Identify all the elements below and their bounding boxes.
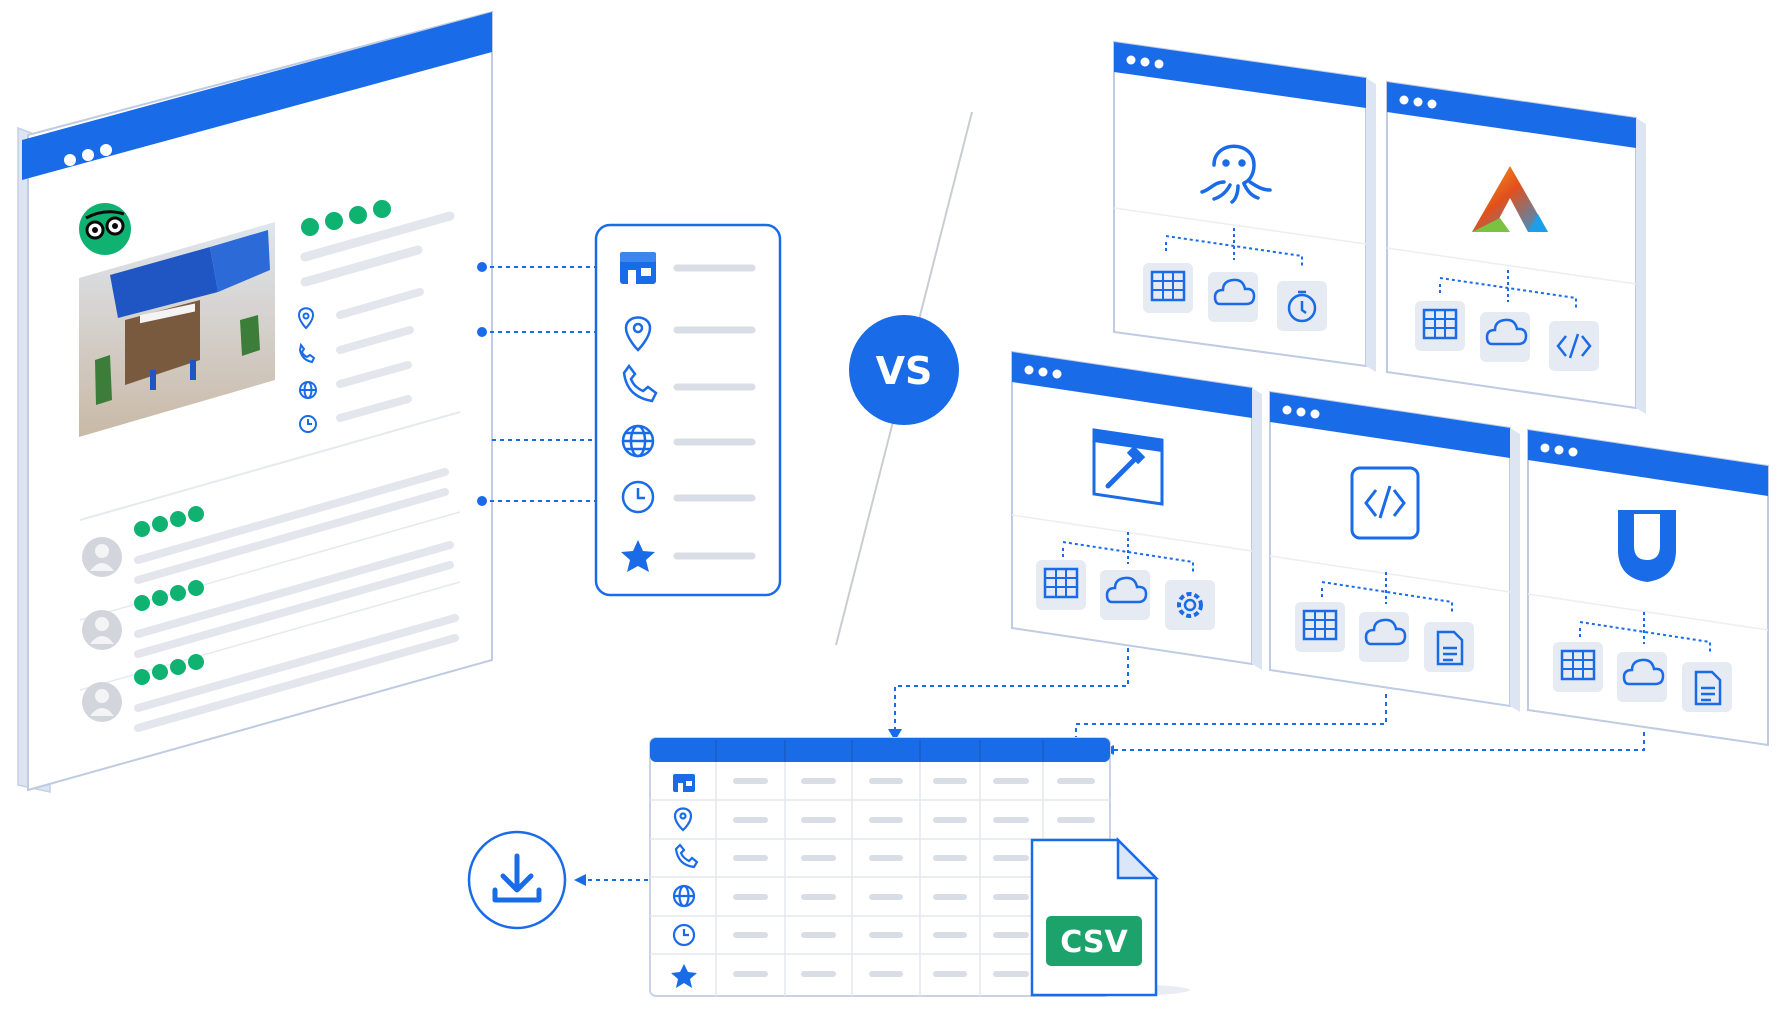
vs-label: VS (876, 349, 933, 393)
storefront-icon (673, 774, 695, 792)
csv-label: CSV (1060, 925, 1128, 960)
clock-icon (672, 923, 696, 947)
listing-details (297, 307, 317, 433)
star-icon (621, 540, 655, 572)
gear-icon (1165, 580, 1215, 630)
tool-window-octopus (1113, 40, 1376, 372)
extracted-fields-card (594, 223, 782, 597)
table-icon (1036, 560, 1086, 610)
location-pin-icon (624, 316, 652, 352)
table-header (650, 738, 1110, 762)
output-connectors (894, 648, 1645, 751)
globe-icon (299, 381, 317, 399)
cloud-icon (1359, 612, 1409, 662)
cloud-icon (1100, 570, 1150, 620)
code-icon (1549, 321, 1599, 371)
document-icon (1682, 662, 1732, 712)
browser-hammer-icon (1092, 428, 1164, 506)
download-icon[interactable] (467, 830, 567, 930)
listing-detail-lines (336, 288, 424, 422)
section-divider (79, 411, 461, 521)
listing-rating (301, 200, 391, 236)
storefront-icon (620, 252, 656, 284)
restaurant-terrace-photo (79, 222, 275, 437)
phone-icon (674, 843, 699, 869)
globe-icon (672, 884, 696, 908)
table-icon (1553, 642, 1603, 692)
cloud-icon (1480, 312, 1530, 362)
globe-icon (621, 424, 655, 458)
result-table (649, 737, 1111, 997)
review-item (82, 541, 454, 658)
tool-window-browser-hammer (1011, 350, 1262, 670)
download-connector (574, 874, 648, 886)
timer-icon (1277, 281, 1327, 331)
code-window-icon (1350, 466, 1420, 540)
cloud-icon (1208, 272, 1258, 322)
star-icon (671, 964, 697, 988)
phone-icon (622, 363, 658, 403)
csv-file-icon: CSV (1030, 836, 1190, 997)
document-icon (1424, 622, 1474, 672)
extraction-connectors (482, 266, 596, 502)
table-icon (1295, 602, 1345, 652)
window-titlebar (22, 12, 492, 180)
review-list (82, 468, 459, 732)
clock-icon (299, 415, 317, 433)
review-item (82, 468, 449, 584)
tool-window-automation-anywhere (1386, 80, 1646, 414)
tool-window-code (1269, 390, 1520, 712)
phone-icon (298, 342, 316, 364)
table-cells (733, 778, 1095, 977)
table-icon (1143, 263, 1193, 313)
tripadvisor-owl-icon (79, 203, 131, 255)
listing-title-lines (300, 211, 455, 287)
location-pin-icon (673, 807, 693, 832)
tool-window-shield (1527, 428, 1769, 747)
cloud-icon (1617, 652, 1667, 702)
window-controls (64, 144, 112, 166)
octopus-icon (1200, 144, 1272, 204)
automation-anywhere-icon (1472, 166, 1548, 232)
vs-badge: VS (849, 315, 959, 425)
shield-u-icon (1618, 510, 1676, 582)
review-item (82, 614, 459, 732)
clock-icon (621, 480, 655, 514)
field-value-lines (673, 264, 756, 560)
location-pin-icon (297, 307, 315, 330)
listing-page-window (17, 10, 493, 793)
table-icon (1415, 301, 1465, 351)
